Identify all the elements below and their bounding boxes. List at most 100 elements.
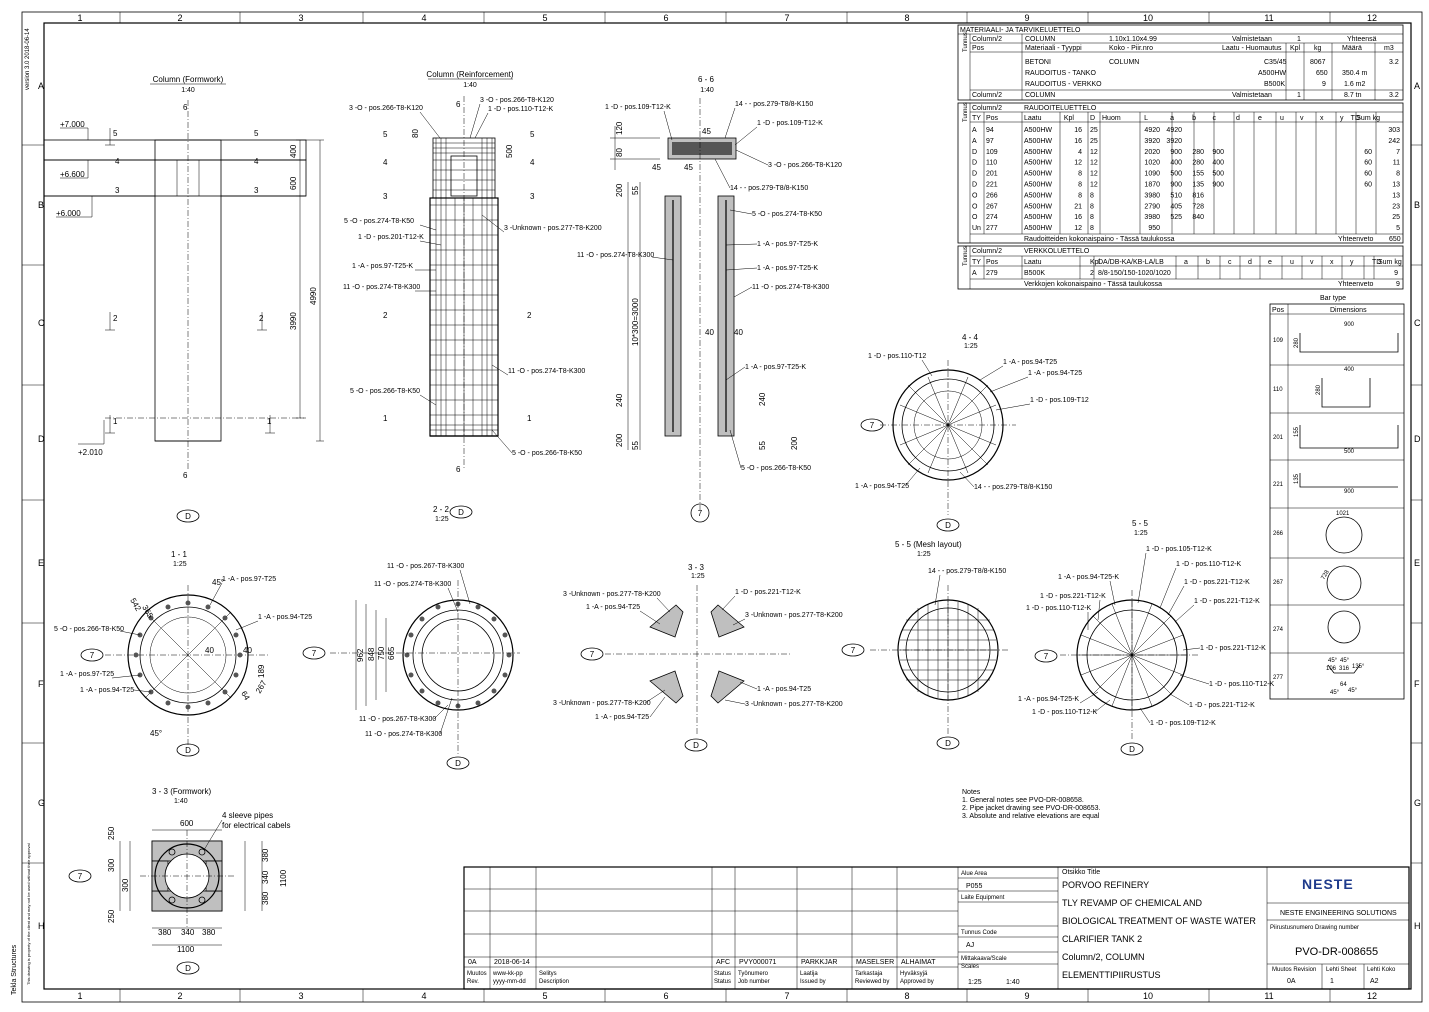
rebar-dots bbox=[133, 600, 243, 710]
svg-text:110: 110 bbox=[1273, 387, 1283, 393]
svg-text:Tarkastaja: Tarkastaja bbox=[855, 971, 883, 977]
grid-col-label: 1 bbox=[77, 991, 82, 1001]
table-cell: 16 bbox=[1074, 138, 1082, 145]
bartype-table: Bar type Pos Dimensions 109 110 201 221 … bbox=[1269, 295, 1405, 700]
formwork-note: for electrical cabels bbox=[222, 821, 290, 830]
dim-label: 665 bbox=[387, 646, 396, 660]
view-section-4-4: 4 - 4 1:25 1 -D - pos.110-T12 1 -A - pos… bbox=[855, 333, 1089, 532]
svg-text:Lehti Sheet: Lehti Sheet bbox=[1326, 967, 1357, 973]
table-cell: 405 bbox=[1170, 203, 1182, 210]
section-title: 2 - 2 bbox=[433, 505, 450, 514]
grid-row-label: H bbox=[1414, 921, 1421, 931]
table-header: Sum kg bbox=[1378, 259, 1402, 266]
table-header: b bbox=[1192, 115, 1196, 122]
svg-text:Valmistetaan: Valmistetaan bbox=[1232, 92, 1272, 99]
section-mark: 4 bbox=[254, 157, 259, 166]
notes: Notes 1. General notes see PVO-DR-008658… bbox=[962, 789, 1101, 820]
view-scale: 1:25 bbox=[173, 561, 187, 568]
dim-label: 55 bbox=[758, 441, 767, 450]
table-header: Laatu bbox=[1024, 115, 1042, 122]
grid-col-label: 3 bbox=[298, 13, 303, 23]
margin-version: version 3.0 2018-06-14 bbox=[25, 28, 31, 90]
table-header: TY bbox=[972, 259, 981, 266]
svg-text:900: 900 bbox=[1344, 489, 1355, 495]
dim-label: 45 bbox=[652, 163, 661, 172]
title-line: PORVOO REFINERY bbox=[1062, 880, 1149, 890]
table-cell: D bbox=[972, 182, 977, 189]
table-cell: 510 bbox=[1170, 192, 1182, 199]
svg-text:316: 316 bbox=[1339, 666, 1350, 672]
level-label: +6.600 bbox=[60, 170, 85, 179]
svg-text:1: 1 bbox=[527, 414, 532, 423]
grid-col-label: 9 bbox=[1024, 13, 1029, 23]
rebar-label: 1 -A - pos.94-T25 bbox=[1028, 370, 1082, 377]
note-line: 3. Absolute and relative elevations are … bbox=[962, 813, 1100, 820]
rebar-label: 1 -A - pos.97-T25-K bbox=[745, 364, 806, 371]
table-cell: D bbox=[972, 149, 977, 156]
dim-label: 4990 bbox=[309, 287, 318, 305]
svg-text:MASELSER: MASELSER bbox=[856, 959, 894, 966]
table-cell: 109 bbox=[986, 149, 998, 156]
svg-text:Valmistetaan: Valmistetaan bbox=[1232, 36, 1272, 43]
svg-text:Column/2: Column/2 bbox=[972, 248, 1002, 255]
grid-col-label: 11 bbox=[1264, 991, 1273, 1001]
table-header: a bbox=[1170, 115, 1174, 122]
dim-label: 340 bbox=[181, 928, 195, 937]
svg-text:kg: kg bbox=[1314, 45, 1322, 52]
rebar-label: 1 -A - pos.94-T25 bbox=[855, 483, 909, 490]
table-header: c bbox=[1213, 115, 1217, 122]
table-cell: 135 bbox=[1192, 182, 1204, 189]
svg-text:1: 1 bbox=[1330, 978, 1334, 985]
section-mark: 3 bbox=[115, 186, 120, 195]
table-header: Pos bbox=[986, 115, 999, 122]
dim-label: 380 bbox=[261, 848, 270, 862]
table-cell: 110 bbox=[986, 160, 997, 167]
rebar-label: 1 -D - pos.221-T12-K bbox=[1189, 702, 1255, 709]
title-line: TLY REVAMP OF CHEMICAL AND bbox=[1062, 898, 1203, 908]
title-line: ELEMENTTIPIIRUSTUS bbox=[1062, 970, 1161, 980]
rebar-label: 1 -D - pos.109-T12-K bbox=[605, 104, 671, 111]
rebar-label: 5 -O - pos.274-T8-K50 bbox=[752, 211, 822, 218]
dim-label: 40 bbox=[705, 328, 714, 337]
svg-text:Materiaali - Tyyppi: Materiaali - Tyyppi bbox=[1025, 45, 1082, 52]
grid-ref: 7 bbox=[870, 421, 875, 430]
view-section-3-3: 3 - 3 1:25 3 -Unknown - pos.277-T8-K200 … bbox=[553, 563, 843, 752]
svg-text:Laatu - Huomautus: Laatu - Huomautus bbox=[1222, 45, 1282, 52]
table-cell: 3920 bbox=[1144, 138, 1160, 145]
table-header: Kpl bbox=[1090, 259, 1101, 266]
table-cell: A500HW bbox=[1024, 182, 1052, 189]
svg-text:500: 500 bbox=[1344, 449, 1355, 455]
table-cell: 2 bbox=[1090, 270, 1094, 277]
dim-label: 10*300=3000 bbox=[631, 298, 640, 346]
table-cell: 9 bbox=[1394, 270, 1398, 277]
svg-text:45°: 45° bbox=[1328, 658, 1338, 664]
table-cell: 1870 bbox=[1144, 182, 1160, 189]
table-cell: 900 bbox=[1212, 182, 1224, 189]
table-cell: 7 bbox=[1396, 149, 1400, 156]
table-cell: 280 bbox=[1192, 160, 1204, 167]
table-cell: O bbox=[972, 214, 978, 221]
dim-label: 542 bbox=[128, 597, 143, 614]
grid-col-label: 5 bbox=[542, 13, 547, 23]
table-cell: 16 bbox=[1074, 214, 1082, 221]
svg-text:0A: 0A bbox=[1287, 978, 1296, 985]
title-line: BIOLOGICAL TREATMENT OF WASTE WATER bbox=[1062, 916, 1256, 926]
rebar-label: 1 -D - pos.221-T12-K bbox=[1194, 598, 1260, 605]
table-cell: 267 bbox=[986, 203, 998, 210]
table-cell: 840 bbox=[1192, 214, 1204, 221]
svg-text:2: 2 bbox=[527, 311, 532, 320]
view-title: 5 - 5 bbox=[1132, 519, 1149, 528]
view-title: 3 - 3 (Formwork) bbox=[152, 787, 211, 796]
grid-ref: 7 bbox=[698, 509, 703, 518]
margin-software: Tekla Structures bbox=[11, 944, 18, 995]
table-cell: A500HW bbox=[1024, 171, 1052, 178]
rebar-label: 11 -O - pos.267-T8-K300 bbox=[359, 716, 436, 723]
dim-label: 500 bbox=[505, 144, 514, 158]
grid-row-label: G bbox=[38, 798, 45, 808]
table-cell: 13 bbox=[1392, 192, 1400, 199]
svg-text:3: 3 bbox=[383, 192, 388, 201]
svg-text:1:25: 1:25 bbox=[968, 979, 982, 986]
svg-text:Muutos Revision: Muutos Revision bbox=[1272, 967, 1316, 973]
svg-text:Status: Status bbox=[714, 971, 731, 977]
table-header: TD bbox=[1351, 115, 1360, 122]
